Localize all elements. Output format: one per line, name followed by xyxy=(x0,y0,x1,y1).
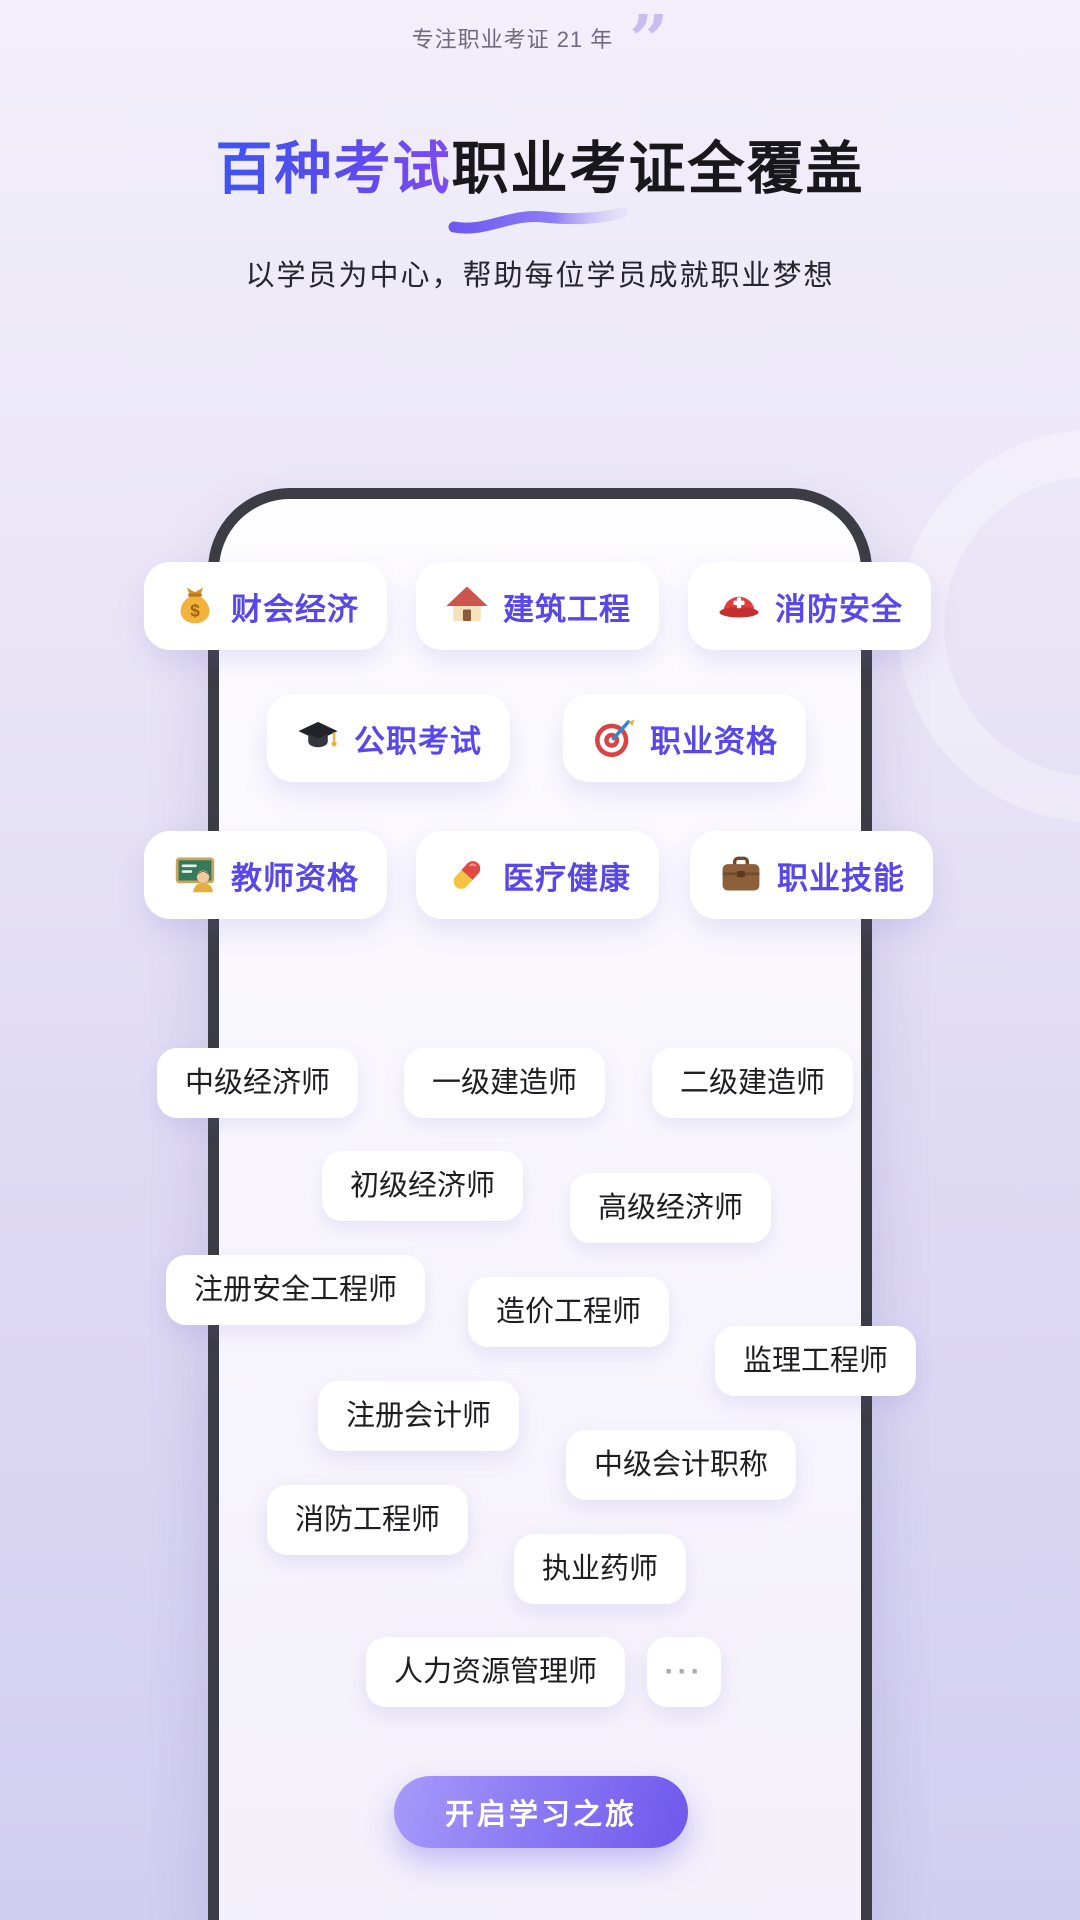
exam-tag[interactable]: 中级经济师 xyxy=(157,1048,359,1118)
start-learning-button[interactable]: 开启学习之旅 xyxy=(394,1776,688,1848)
exam-tag[interactable]: 造价工程师 xyxy=(468,1277,670,1347)
svg-text:$: $ xyxy=(190,600,200,620)
exam-tag[interactable]: 中级会计职称 xyxy=(566,1430,797,1500)
category-chip-medical[interactable]: 医疗健康 xyxy=(416,831,659,919)
exam-tag[interactable]: 一级建造师 xyxy=(404,1048,606,1118)
teacher-icon xyxy=(172,852,218,898)
header-tagline-row: 专注职业考证 21 年 ” xyxy=(0,1,1080,81)
category-chip-vocational-skills[interactable]: 职业技能 xyxy=(690,831,933,919)
category-label: 财会经济 xyxy=(231,591,359,627)
pill-icon xyxy=(444,852,490,898)
exam-tag[interactable]: 监理工程师 xyxy=(715,1326,917,1396)
page-subtitle: 以学员为中心，帮助每位学员成就职业梦想 xyxy=(245,260,835,292)
exam-tag[interactable]: 消防工程师 xyxy=(267,1485,469,1555)
category-label: 消防安全 xyxy=(775,591,903,627)
quote-icon: ” xyxy=(629,1,669,81)
category-label: 医疗健康 xyxy=(503,860,631,896)
category-label: 公职考试 xyxy=(354,723,482,759)
graduation-cap-icon xyxy=(295,715,341,761)
exam-tag[interactable]: 执业药师 xyxy=(514,1534,687,1604)
category-chip-fire-safety[interactable]: 消防安全 xyxy=(688,562,931,650)
category-label: 职业技能 xyxy=(777,860,905,896)
exam-tag[interactable]: 二级建造师 xyxy=(652,1048,854,1118)
category-chip-professional-qualification[interactable]: 职业资格 xyxy=(563,694,806,782)
category-chip-civil-service[interactable]: 公职考试 xyxy=(267,694,510,782)
category-chip-finance[interactable]: $ 财会经济 xyxy=(144,562,387,650)
briefcase-icon xyxy=(718,852,764,898)
exam-tag[interactable]: 初级经济师 xyxy=(322,1151,524,1221)
title-rest: 职业考证全覆盖 xyxy=(451,137,865,201)
ellipsis-icon: ··· xyxy=(664,1655,704,1688)
exam-tag[interactable]: 注册会计师 xyxy=(318,1381,520,1451)
category-label: 教师资格 xyxy=(231,860,359,896)
exam-tag[interactable]: 人力资源管理师 xyxy=(366,1637,626,1707)
title-underline-swoosh-icon xyxy=(448,207,628,234)
rescue-helmet-icon xyxy=(716,583,762,629)
title-highlight: 百种考试 xyxy=(215,137,452,201)
money-bag-icon: $ xyxy=(172,583,218,629)
exam-tag[interactable]: 高级经济师 xyxy=(570,1173,772,1243)
house-icon xyxy=(444,583,490,629)
dartboard-icon xyxy=(591,715,637,761)
page-title: 百种考试职业考证全覆盖 xyxy=(0,136,1080,202)
category-label: 建筑工程 xyxy=(503,591,631,627)
category-chip-teacher[interactable]: 教师资格 xyxy=(144,831,387,919)
category-chip-construction[interactable]: 建筑工程 xyxy=(416,562,659,650)
tagline-text: 专注职业考证 21 年 xyxy=(411,27,614,52)
category-label: 职业资格 xyxy=(650,723,778,759)
exam-tag[interactable]: 注册安全工程师 xyxy=(166,1255,426,1325)
more-exams-button[interactable]: ··· xyxy=(647,1637,721,1707)
